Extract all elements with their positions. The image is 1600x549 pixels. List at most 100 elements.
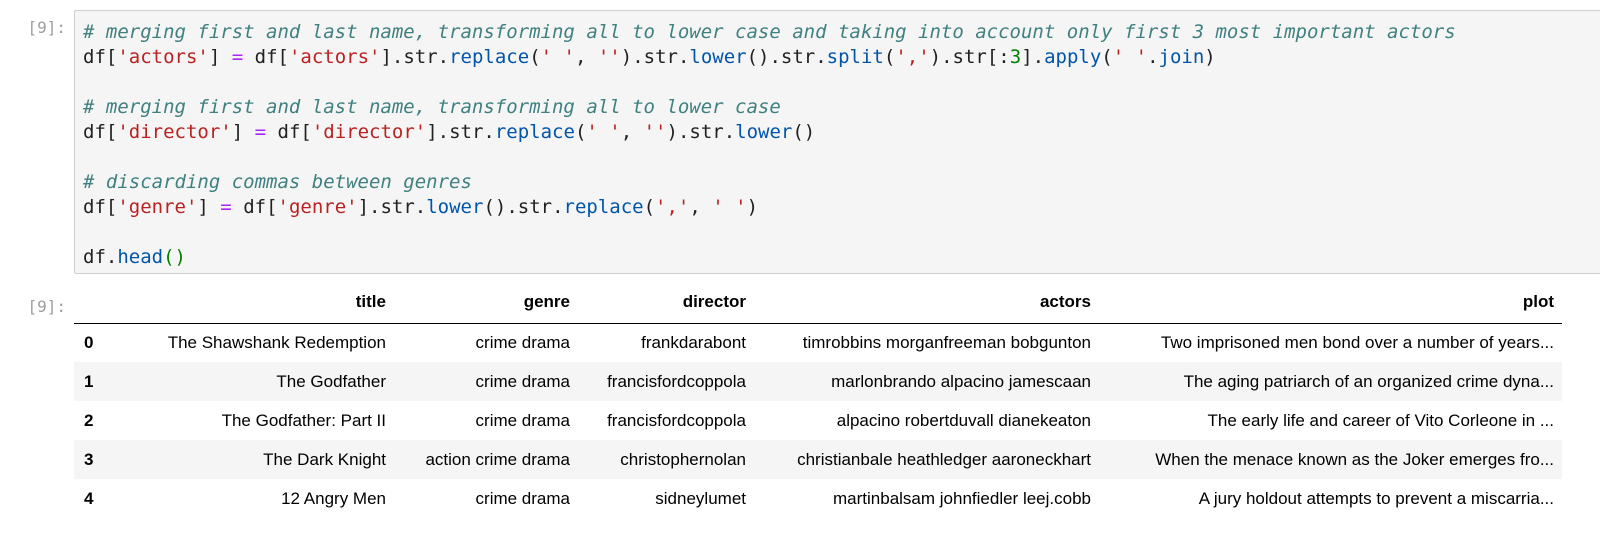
code-method: lower [735, 121, 793, 143]
code-line-4: # merging first and last name, transform… [83, 95, 1456, 120]
cell-director: francisfordcoppola [607, 371, 746, 391]
code-method: lower [426, 196, 484, 218]
code-comment: # merging first and last name, transform… [83, 96, 781, 118]
code-number: 3 [1009, 46, 1022, 68]
column-header-index [74, 282, 110, 324]
code-operator: = [254, 121, 267, 143]
cell-genre: action crime drama [425, 449, 570, 469]
code-string: '' [597, 46, 621, 68]
table-row: 1 The Godfather crime drama francisfordc… [74, 362, 1562, 401]
cell-plot: Two imprisoned men bond over a number of… [1160, 332, 1554, 352]
code-string: ',' [655, 196, 690, 218]
code-line-9 [83, 220, 1456, 245]
code-string: 'genre' [277, 196, 358, 218]
code-string: ' ' [1112, 46, 1148, 68]
code-token: ].str. [357, 196, 427, 218]
code-token: ] [231, 121, 255, 143]
code-token: () [792, 121, 816, 143]
code-string: 'genre' [117, 196, 198, 218]
code-method: apply [1044, 46, 1102, 68]
code-method: replace [449, 46, 530, 68]
table-row: 4 12 Angry Men crime drama sidneylumet m… [74, 479, 1562, 518]
cell-director: frankdarabont [641, 332, 746, 352]
code-token: ().str. [746, 46, 827, 68]
code-cell-editor[interactable]: # merging first and last name, transform… [74, 10, 1600, 274]
code-token: ( [529, 46, 541, 68]
column-header-plot: plot [1099, 282, 1562, 324]
code-token: ( [1101, 46, 1113, 68]
code-token: , [620, 121, 644, 143]
table-header-row: title genre director actors plot [74, 282, 1562, 324]
cell-title: The Godfather [276, 371, 386, 391]
code-token: ( [883, 46, 896, 68]
code-token: df[ [83, 121, 118, 143]
cell-genre: crime drama [475, 371, 570, 391]
code-method: split [826, 46, 884, 68]
code-method: join [1158, 46, 1205, 68]
code-token: df. [83, 246, 118, 268]
cell-director: christophernolan [620, 449, 746, 469]
code-token: ].str. [426, 121, 495, 143]
output-area: title genre director actors plot 0 The S… [74, 282, 1600, 549]
cell-actors: christianbale heathledger aaroneckhart [797, 449, 1091, 469]
output-prompt: [9]: [27, 297, 66, 316]
code-text[interactable]: # merging first and last name, transform… [83, 20, 1456, 270]
code-line-2: df['actors'] = df['actors'].str.replace(… [83, 45, 1456, 70]
dataframe-table: title genre director actors plot 0 The S… [74, 282, 1562, 518]
cell-director: sidneylumet [655, 488, 746, 508]
code-line-5: df['director'] = df['director'].str.repl… [83, 120, 1456, 145]
cell-actors: martinbalsam johnfiedler leej.cobb [833, 488, 1091, 508]
code-string: ' ' [540, 46, 575, 68]
table-row: 0 The Shawshank Redemption crime drama f… [74, 323, 1562, 362]
code-token: ).str. [666, 121, 736, 143]
cell-title: 12 Angry Men [281, 488, 386, 508]
code-method: head [117, 246, 164, 268]
cell-actors: marlonbrando alpacino jamescaan [831, 371, 1091, 391]
cell-title: The Godfather: Part II [221, 410, 386, 430]
code-token: ().str. [483, 196, 564, 218]
code-string: 'actors' [288, 46, 381, 68]
code-token: ) [1204, 46, 1216, 68]
code-token: () [163, 246, 186, 268]
column-header-genre: genre [394, 282, 578, 324]
code-comment: # discarding commas between genres [83, 171, 472, 193]
cell-title: The Shawshank Redemption [167, 332, 386, 352]
cell-genre: crime drama [475, 410, 570, 430]
code-token: df[ [243, 46, 289, 68]
code-token: ] [208, 46, 232, 68]
code-token: df[ [83, 46, 118, 68]
code-string: 'director' [311, 121, 427, 143]
cell-plot: The aging patriarch of an organized crim… [1183, 371, 1554, 391]
code-line-3 [83, 70, 1456, 95]
row-index: 4 [84, 488, 94, 508]
column-header-director: director [578, 282, 754, 324]
table-row: 2 The Godfather: Part II crime drama fra… [74, 401, 1562, 440]
cell-director: francisfordcoppola [607, 410, 746, 430]
row-index: 1 [84, 371, 94, 391]
cell-actors: alpacino robertduvall dianekeaton [836, 410, 1091, 430]
code-token: ).str. [620, 46, 690, 68]
cell-genre: crime drama [475, 488, 570, 508]
code-token: ].str. [380, 46, 450, 68]
code-comment: # merging first and last name, transform… [83, 21, 1456, 43]
code-token: df[ [266, 121, 312, 143]
code-string: 'director' [117, 121, 232, 143]
code-token: df[ [83, 196, 118, 218]
cell-plot: A jury holdout attempts to prevent a mis… [1198, 488, 1554, 508]
code-string: ',' [895, 46, 930, 68]
code-line-8: df['genre'] = df['genre'].str.lower().st… [83, 195, 1456, 220]
code-token: df[ [231, 196, 278, 218]
cell-actors: timrobbins morganfreeman bobgunton [802, 332, 1091, 352]
row-index: 3 [84, 449, 94, 469]
cell-plot: When the menace known as the Joker emerg… [1155, 449, 1554, 469]
code-token: ]. [1021, 46, 1045, 68]
code-line-10: df.head() [83, 245, 1456, 270]
table-row: 3 The Dark Knight action crime drama chr… [74, 440, 1562, 479]
cell-genre: crime drama [475, 332, 570, 352]
code-token: ( [643, 196, 656, 218]
code-line-7: # discarding commas between genres [83, 170, 1456, 195]
code-method: replace [563, 196, 644, 218]
code-token: , [689, 196, 713, 218]
code-string: ' ' [586, 121, 621, 143]
code-token: ( [574, 121, 587, 143]
